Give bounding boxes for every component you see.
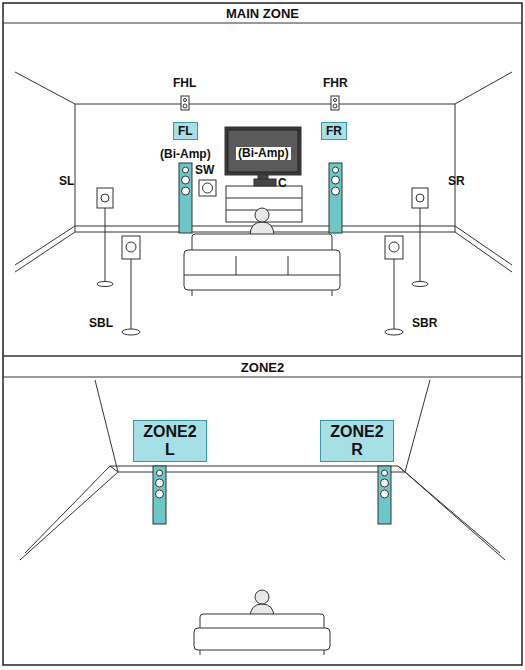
channel-label: SW	[195, 164, 214, 177]
channel-label: SL	[59, 175, 74, 188]
speaker-box: ZONE2 R	[320, 420, 394, 462]
zone-title: MAIN ZONE	[226, 6, 299, 21]
channel-label: FHR	[323, 77, 348, 90]
channel-label: SBR	[412, 317, 437, 330]
channel-label: (Bi-Amp)	[236, 147, 291, 160]
channel-label: (Bi-Amp)	[160, 148, 211, 161]
channel-label: C	[278, 177, 287, 190]
channel-name: FL	[178, 124, 193, 138]
channel-name: ZONE2 L	[143, 423, 197, 459]
zone-title: ZONE2	[241, 360, 284, 375]
speaker-box: FL	[173, 122, 198, 140]
zone-header: MAIN ZONE	[4, 4, 521, 23]
channel-name: FR	[326, 124, 342, 138]
speaker-box: FR	[321, 122, 347, 140]
channel-name: ZONE2 R	[330, 423, 384, 459]
channel-label: SR	[448, 175, 465, 188]
channel-label: SBL	[89, 317, 113, 330]
zone-header: ZONE2	[4, 357, 521, 377]
channel-label: FHL	[173, 77, 196, 90]
speaker-box: ZONE2 L	[133, 420, 207, 462]
